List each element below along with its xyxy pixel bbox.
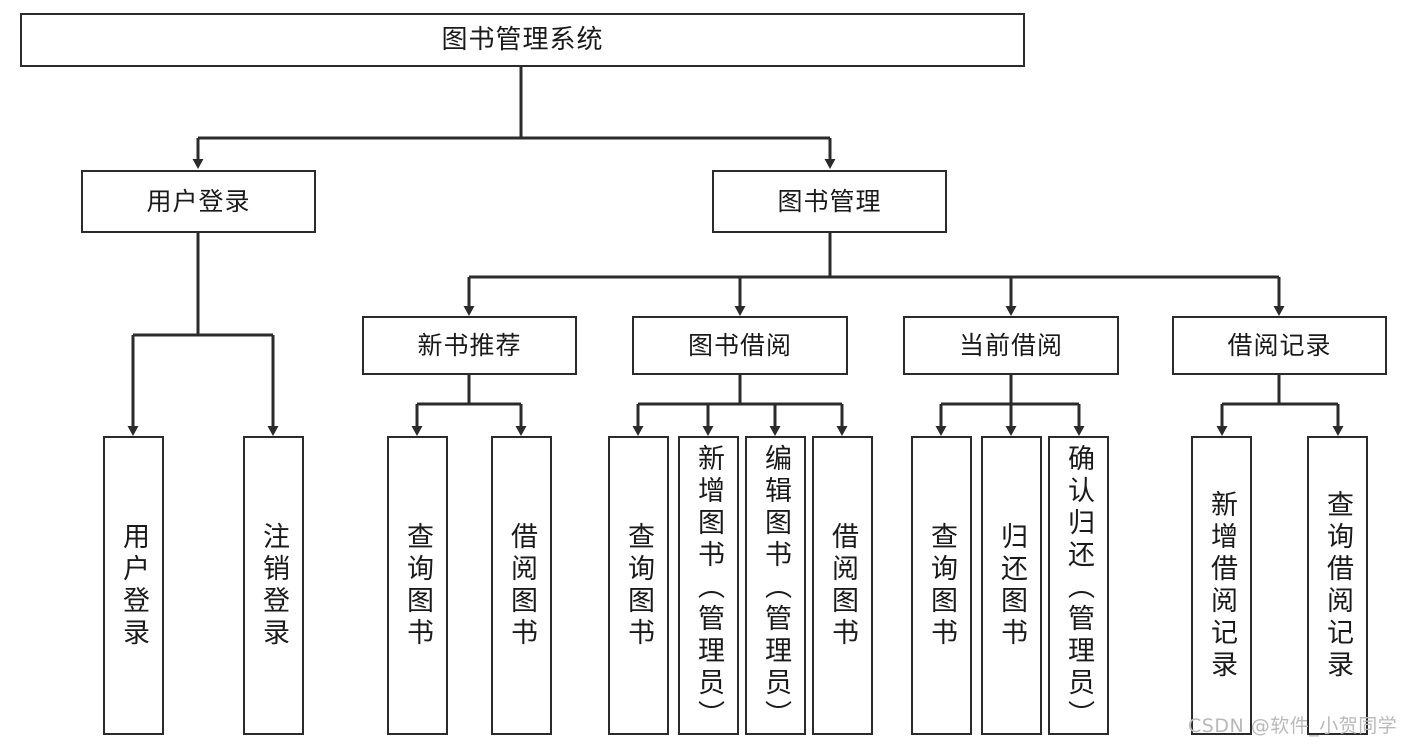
node-label: 借阅图书 <box>506 521 537 650</box>
node-label: 查询图书 <box>926 521 957 650</box>
leaf-query-book-current[interactable]: 查询图书 <box>911 436 972 735</box>
leaf-return-book[interactable]: 归还图书 <box>981 436 1042 735</box>
node-label: 图书管理 <box>777 186 882 216</box>
leaf-borrow-book-new[interactable]: 借阅图书 <box>491 436 552 735</box>
node-label: 新书推荐 <box>417 330 522 360</box>
node-label: 编辑图书（管理员） <box>760 444 791 732</box>
node-label: 归还图书 <box>996 521 1027 650</box>
leaf-query-borrow-record[interactable]: 查询借阅记录 <box>1307 436 1368 735</box>
node-new-book-recommendation[interactable]: 新书推荐 <box>362 316 577 375</box>
node-root-book-management-system[interactable]: 图书管理系统 <box>20 13 1025 67</box>
node-label: 图书管理系统 <box>441 24 604 55</box>
node-label: 当前借阅 <box>958 330 1063 360</box>
node-label: 确认归还（管理员） <box>1063 444 1094 732</box>
node-label: 注销登录 <box>258 521 289 650</box>
node-book-borrowing[interactable]: 图书借阅 <box>632 316 848 375</box>
csdn-watermark: CSDN @软件_小贺同学 <box>1188 715 1398 737</box>
leaf-add-book-admin[interactable]: 新增图书（管理员） <box>678 436 739 735</box>
node-label: 查询图书 <box>623 521 654 650</box>
node-user-login[interactable]: 用户登录 <box>81 170 316 233</box>
leaf-edit-book-admin[interactable]: 编辑图书（管理员） <box>745 436 806 735</box>
node-label: 借阅记录 <box>1227 330 1332 360</box>
node-label: 查询借阅记录 <box>1322 489 1353 682</box>
node-label: 新增借阅记录 <box>1206 489 1237 682</box>
leaf-query-book-new[interactable]: 查询图书 <box>387 436 448 735</box>
node-label: 图书借阅 <box>687 330 792 360</box>
node-book-management[interactable]: 图书管理 <box>712 170 947 233</box>
leaf-user-login[interactable]: 用户登录 <box>103 436 164 735</box>
node-label: 用户登录 <box>118 521 149 650</box>
leaf-query-book-borrow[interactable]: 查询图书 <box>608 436 669 735</box>
node-borrow-records[interactable]: 借阅记录 <box>1172 316 1387 375</box>
node-label: 新增图书（管理员） <box>693 444 724 732</box>
leaf-logout[interactable]: 注销登录 <box>243 436 304 735</box>
node-label: 查询图书 <box>402 521 433 650</box>
leaf-confirm-return-admin[interactable]: 确认归还（管理员） <box>1048 436 1109 735</box>
node-label: 用户登录 <box>146 186 251 216</box>
leaf-add-borrow-record[interactable]: 新增借阅记录 <box>1191 436 1252 735</box>
leaf-borrow-book[interactable]: 借阅图书 <box>812 436 873 735</box>
node-label: 借阅图书 <box>827 521 858 650</box>
node-current-borrowing[interactable]: 当前借阅 <box>903 316 1119 375</box>
